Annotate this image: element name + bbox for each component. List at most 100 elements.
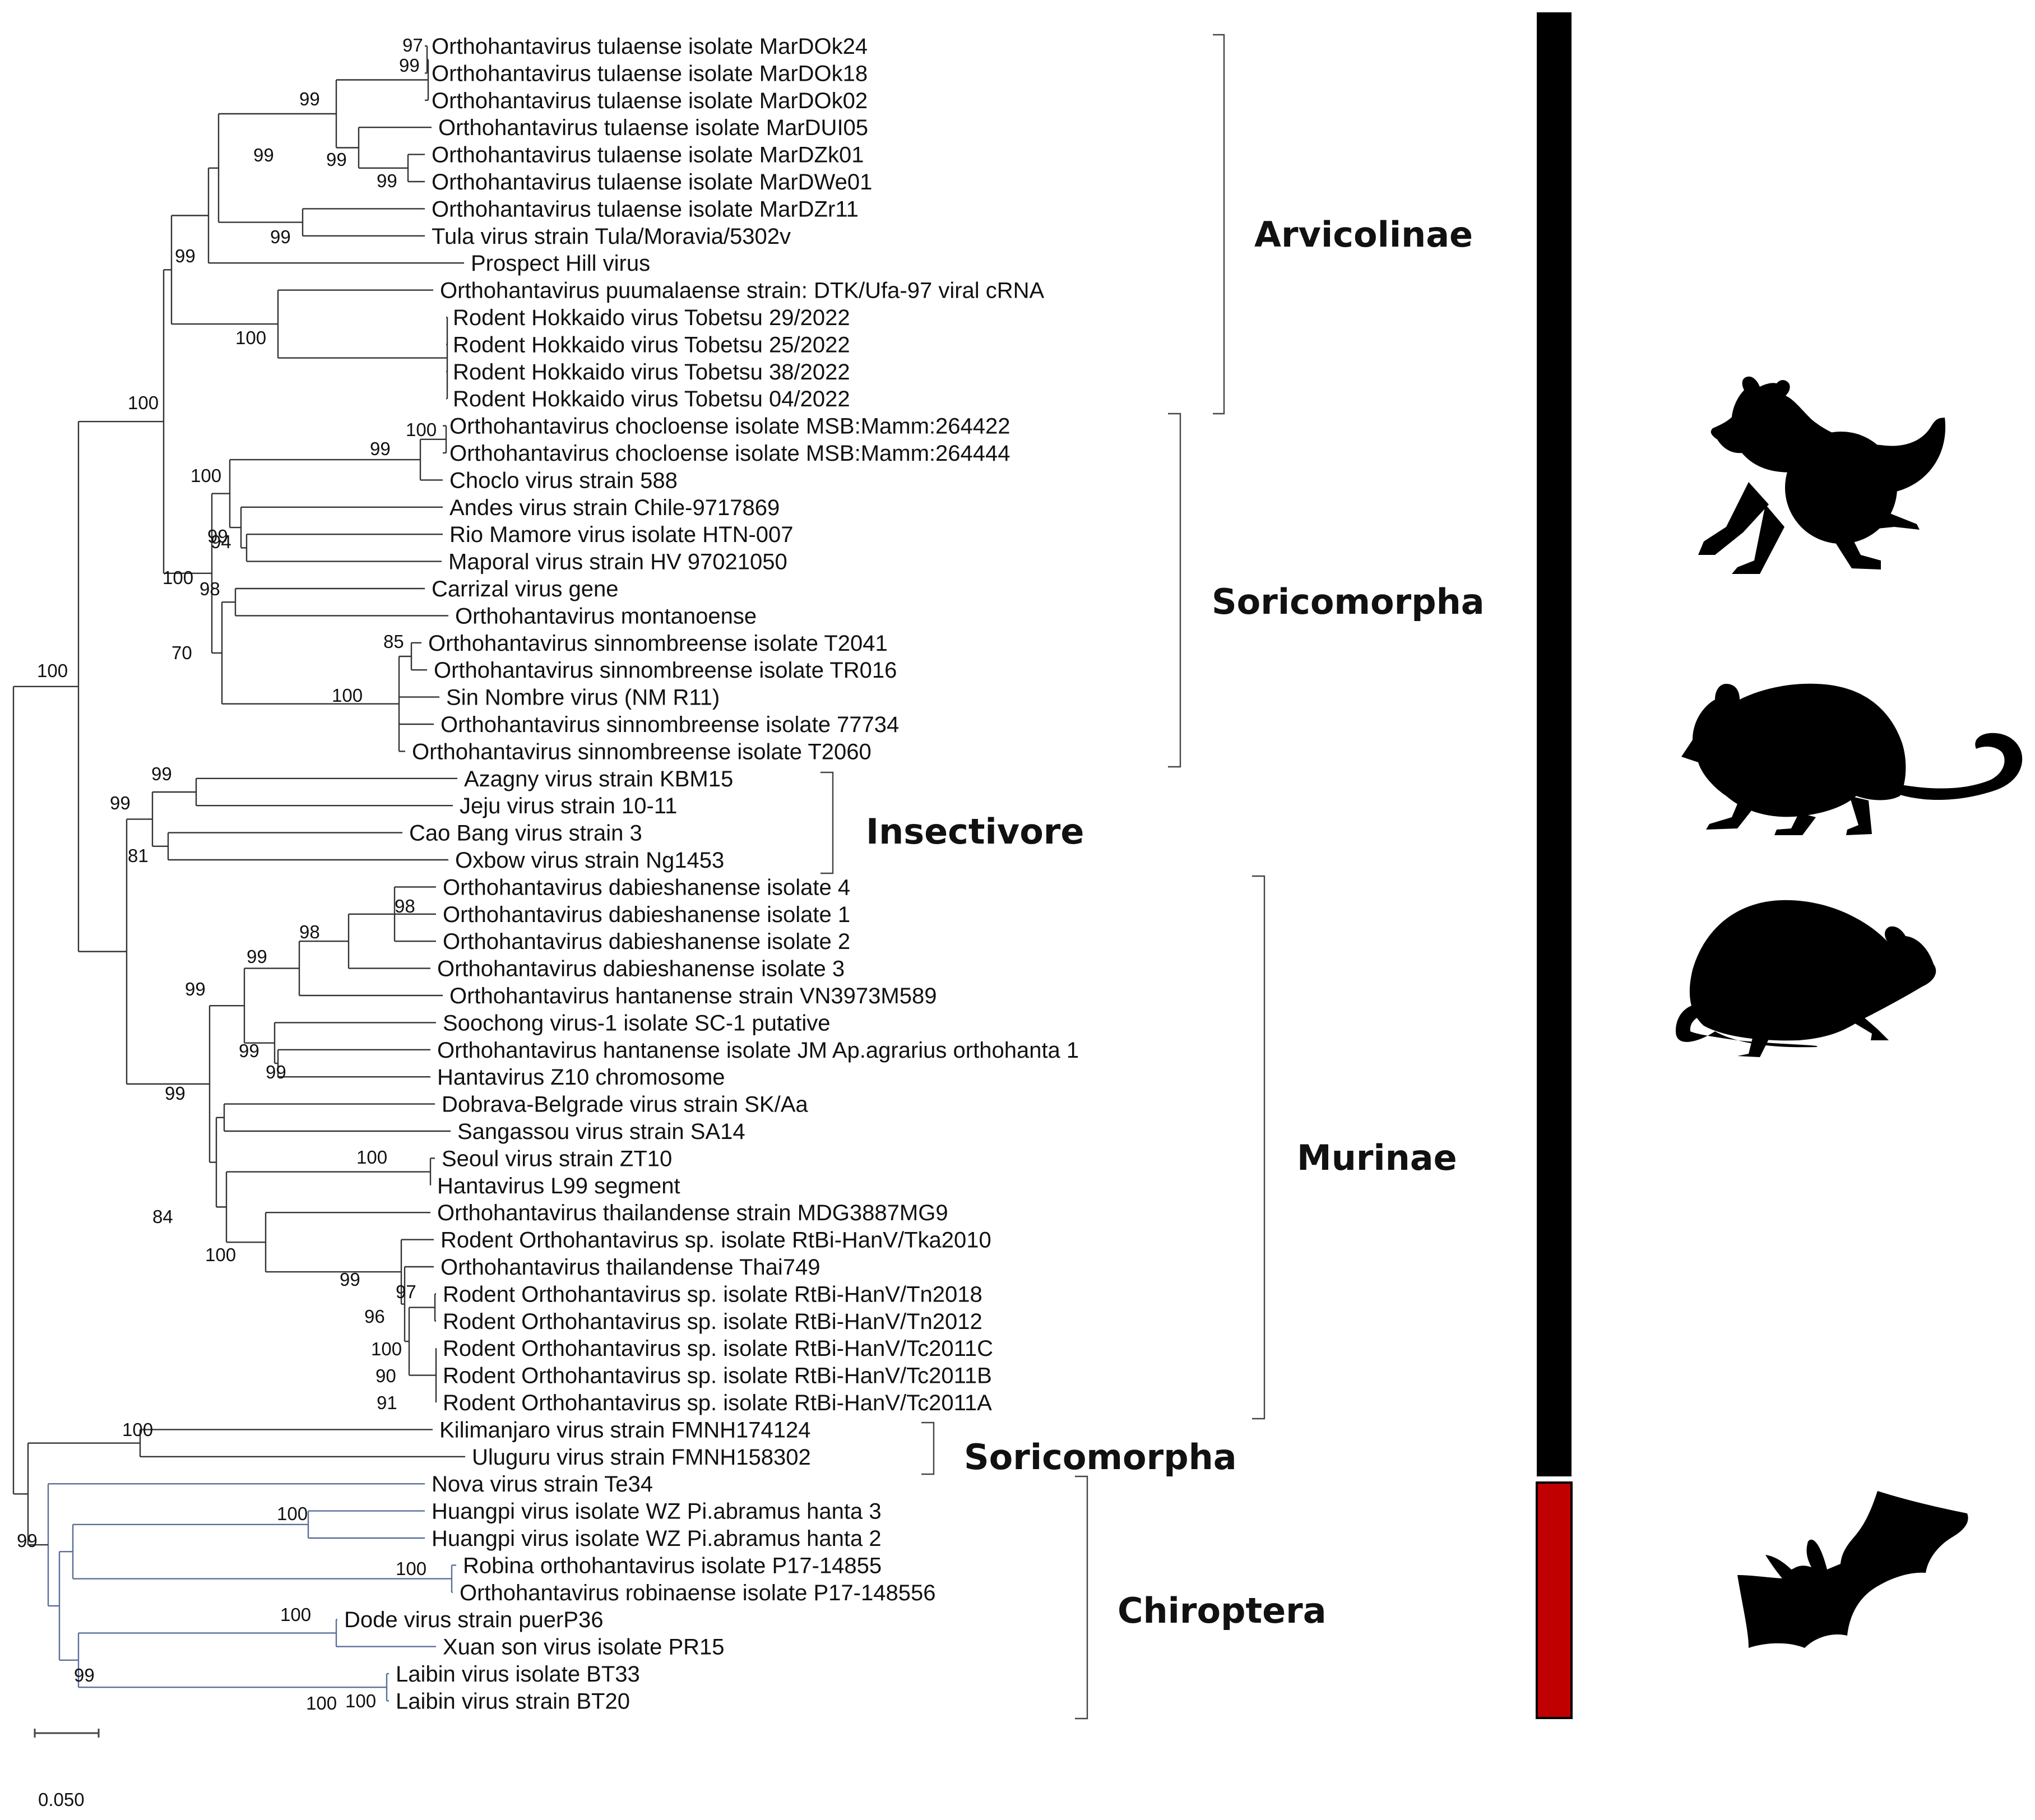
bootstrap-value: 99 <box>326 149 347 170</box>
bootstrap-value: 100 <box>371 1339 402 1359</box>
taxon-label: Jeju virus strain 10-11 <box>460 794 677 818</box>
bootstrap-value: 100 <box>122 1419 153 1440</box>
taxon-label: Orthohantavirus tulaense isolate MarDUI0… <box>438 115 868 140</box>
rat-icon <box>1681 683 2023 835</box>
taxon-label: Prospect Hill virus <box>471 251 650 276</box>
bootstrap-value: 85 <box>383 631 404 652</box>
bootstrap-value: 100 <box>280 1604 311 1625</box>
bootstrap-value: 100 <box>356 1147 387 1168</box>
taxon-label: Dode virus strain puerP36 <box>344 1608 603 1632</box>
bootstrap-value: 100 <box>345 1691 376 1711</box>
bat-icon <box>1737 1491 1968 1648</box>
taxon-label: Azagny virus strain KBM15 <box>464 767 733 791</box>
taxon-label: Orthohantavirus hantanense strain VN3973… <box>449 984 937 1008</box>
taxon-label: Orthohantavirus tulaense isolate MarDOk1… <box>432 61 868 86</box>
taxon-label: Rodent Orthohantavirus sp. isolate RtBi-… <box>443 1364 992 1388</box>
taxon-labels: Orthohantavirus tulaense isolate MarDOk2… <box>344 34 1079 1714</box>
taxon-label: Orthohantavirus tulaense isolate MarDZr1… <box>432 197 859 221</box>
bootstrap-value: 99 <box>185 979 206 999</box>
bracket-insectivore <box>821 771 834 874</box>
bootstrap-value: 99 <box>165 1083 186 1104</box>
taxon-label: Robina orthohantavirus isolate P17-14855 <box>463 1553 882 1578</box>
bootstrap-value: 81 <box>128 845 149 866</box>
taxon-label: Laibin virus isolate BT33 <box>396 1662 640 1687</box>
bootstrap-value: 99 <box>253 145 274 165</box>
taxon-label: Rodent Orthohantavirus sp. isolate RtBi-… <box>443 1391 992 1415</box>
bracket-soricomorpha-a <box>1168 413 1181 768</box>
taxon-label: Orthohantavirus chocloense isolate MSB:M… <box>449 441 1010 466</box>
taxon-label: Nova virus strain Te34 <box>432 1472 653 1497</box>
bootstrap-value: 84 <box>152 1206 173 1227</box>
taxon-label: Tula virus strain Tula/Moravia/5302v <box>432 224 791 249</box>
taxon-label: Uluguru virus strain FMNH158302 <box>472 1445 811 1470</box>
taxon-label: Orthohantavirus tulaense isolate MarDOk2… <box>432 34 868 59</box>
taxon-label: Andes virus strain Chile-9717869 <box>449 495 780 520</box>
taxon-label: Hantavirus L99 segment <box>437 1174 680 1198</box>
clade-labels: Arvicolinae Soricomorpha Insectivore Mur… <box>866 214 1485 1631</box>
bootstrap-value: 99 <box>239 1040 259 1061</box>
bootstrap-value: 70 <box>171 642 192 663</box>
taxon-label: Rodent Orthohantavirus sp. isolate RtBi-… <box>441 1228 991 1253</box>
taxon-label: Orthohantavirus dabieshanense isolate 1 <box>443 902 850 927</box>
bootstrap-value: 98 <box>395 896 415 916</box>
taxon-label: Orthohantavirus sinnombreense isolate T2… <box>428 631 888 656</box>
scale-bar-label: 0.050 <box>38 1789 85 1810</box>
tree-branches <box>12 45 465 1702</box>
taxon-label: Cao Bang virus strain 3 <box>409 821 642 846</box>
bootstrap-value: 97 <box>396 1281 416 1302</box>
taxon-label: Oxbow virus strain Ng1453 <box>455 848 724 873</box>
clade-label-insectivore: Insectivore <box>866 811 1084 852</box>
bootstrap-value: 99 <box>270 226 291 247</box>
clade-label-arvicolinae: Arvicolinae <box>1254 214 1473 255</box>
rodent-host-bar <box>1537 12 1572 1476</box>
bootstrap-value: 100 <box>406 419 437 440</box>
taxon-label: Rio Mamore virus isolate HTN-007 <box>449 522 794 547</box>
bootstrap-value: 99 <box>17 1530 38 1551</box>
taxon-label: Orthohantavirus thailandense strain MDG3… <box>437 1201 948 1225</box>
taxon-label: Sin Nombre virus (NM R11) <box>446 686 720 710</box>
bootstrap-value: 97 <box>402 35 423 55</box>
bootstrap-value: 99 <box>377 170 397 191</box>
taxon-label: Rodent Hokkaido virus Tobetsu 38/2022 <box>453 360 850 385</box>
bootstrap-value: 99 <box>266 1062 286 1082</box>
bootstrap-value: 100 <box>128 392 159 413</box>
taxon-label: Rodent Orthohantavirus sp. isolate RtBi-… <box>443 1336 993 1361</box>
taxon-label: Maporal virus strain HV 97021050 <box>448 550 787 575</box>
taxon-label: Dobrava-Belgrade virus strain SK/Aa <box>442 1092 808 1117</box>
bootstrap-value: 100 <box>37 660 68 681</box>
bootstrap-value: 90 <box>376 1365 396 1386</box>
clade-label-murinae: Murinae <box>1297 1137 1457 1178</box>
bootstrap-value: 100 <box>205 1244 236 1265</box>
bootstrap-value: 100 <box>277 1503 308 1524</box>
taxon-label: Orthohantavirus sinnombreense isolate TR… <box>434 658 897 683</box>
bootstrap-value: 99 <box>399 55 420 76</box>
taxon-label: Rodent Orthohantavirus sp. isolate RtBi-… <box>443 1309 982 1334</box>
taxon-label: Sangassou virus strain SA14 <box>457 1119 745 1144</box>
taxon-label: Rodent Orthohantavirus sp. isolate RtBi-… <box>443 1282 982 1307</box>
taxon-label: Rodent Hokkaido virus Tobetsu 04/2022 <box>453 387 850 411</box>
bootstrap-value: 94 <box>211 531 231 552</box>
taxon-label: Orthohantavirus dabieshanense isolate 4 <box>443 875 850 900</box>
bootstrap-value: 99 <box>110 793 131 813</box>
taxon-label: Rodent Hokkaido virus Tobetsu 29/2022 <box>453 305 850 330</box>
bootstrap-value: 99 <box>340 1269 360 1290</box>
taxon-label: Xuan son virus isolate PR15 <box>443 1635 725 1660</box>
taxon-label: Seoul virus strain ZT10 <box>442 1146 672 1171</box>
taxon-label: Orthohantavirus montanoense <box>455 604 757 628</box>
bootstrap-value: 100 <box>163 567 193 588</box>
bootstrap-value: 99 <box>299 89 320 109</box>
bat-host-bar <box>1536 1481 1573 1719</box>
taxon-label: Orthohantavirus dabieshanense isolate 2 <box>443 929 850 954</box>
bootstrap-value: 99 <box>151 763 172 784</box>
bootstrap-value: 99 <box>247 946 267 967</box>
bootstrap-value: 98 <box>299 921 320 942</box>
bootstrap-value: 98 <box>200 578 220 599</box>
bracket-murinae <box>1252 875 1265 1420</box>
taxon-label: Kilimanjaro virus strain FMNH174124 <box>439 1418 810 1442</box>
taxon-label: Hantavirus Z10 chromosome <box>437 1065 725 1090</box>
taxon-label: Orthohantavirus tulaense isolate MarDOk0… <box>432 89 868 113</box>
taxon-label: Huangpi virus isolate WZ Pi.abramus hant… <box>432 1499 882 1524</box>
bracket-chiroptera <box>1075 1475 1088 1720</box>
